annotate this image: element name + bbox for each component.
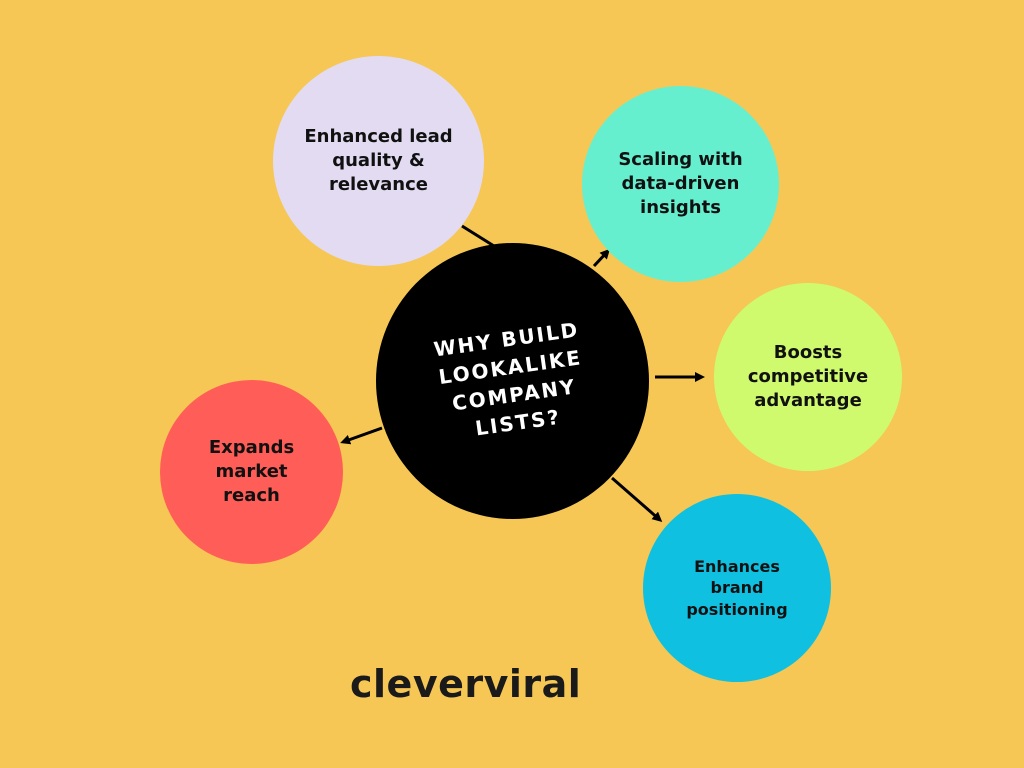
- branch-node-label: Expands market reach: [208, 437, 295, 506]
- branch-node-lead-quality: Enhanced lead quality & relevance: [273, 56, 484, 266]
- center-node: WHY BUILD LOOKALIKE COMPANY LISTS?: [376, 243, 649, 519]
- arrow-center-to-n5: [340, 426, 383, 445]
- branch-node-label: Boosts competitive advantage: [747, 342, 869, 411]
- cleverviral-logo: cleverviral: [350, 662, 582, 706]
- branch-node-brand-positioning: Enhances brand positioning: [643, 494, 831, 682]
- branch-node-label: Enhances brand positioning: [686, 557, 788, 619]
- arrow-center-to-n2: [592, 248, 611, 268]
- branch-node-scaling: Scaling with data-driven insights: [582, 86, 779, 282]
- arrow-center-to-n4: [611, 476, 663, 522]
- branch-node-label: Enhanced lead quality & relevance: [304, 126, 453, 195]
- branch-node-label: Scaling with data-driven insights: [618, 149, 743, 218]
- connector-center-to-n1: [461, 224, 495, 248]
- branch-node-market-reach: Expands market reach: [160, 380, 343, 564]
- branch-node-competitive-advantage: Boosts competitive advantage: [714, 283, 902, 471]
- center-node-label: WHY BUILD LOOKALIKE COMPANY LISTS?: [432, 317, 584, 441]
